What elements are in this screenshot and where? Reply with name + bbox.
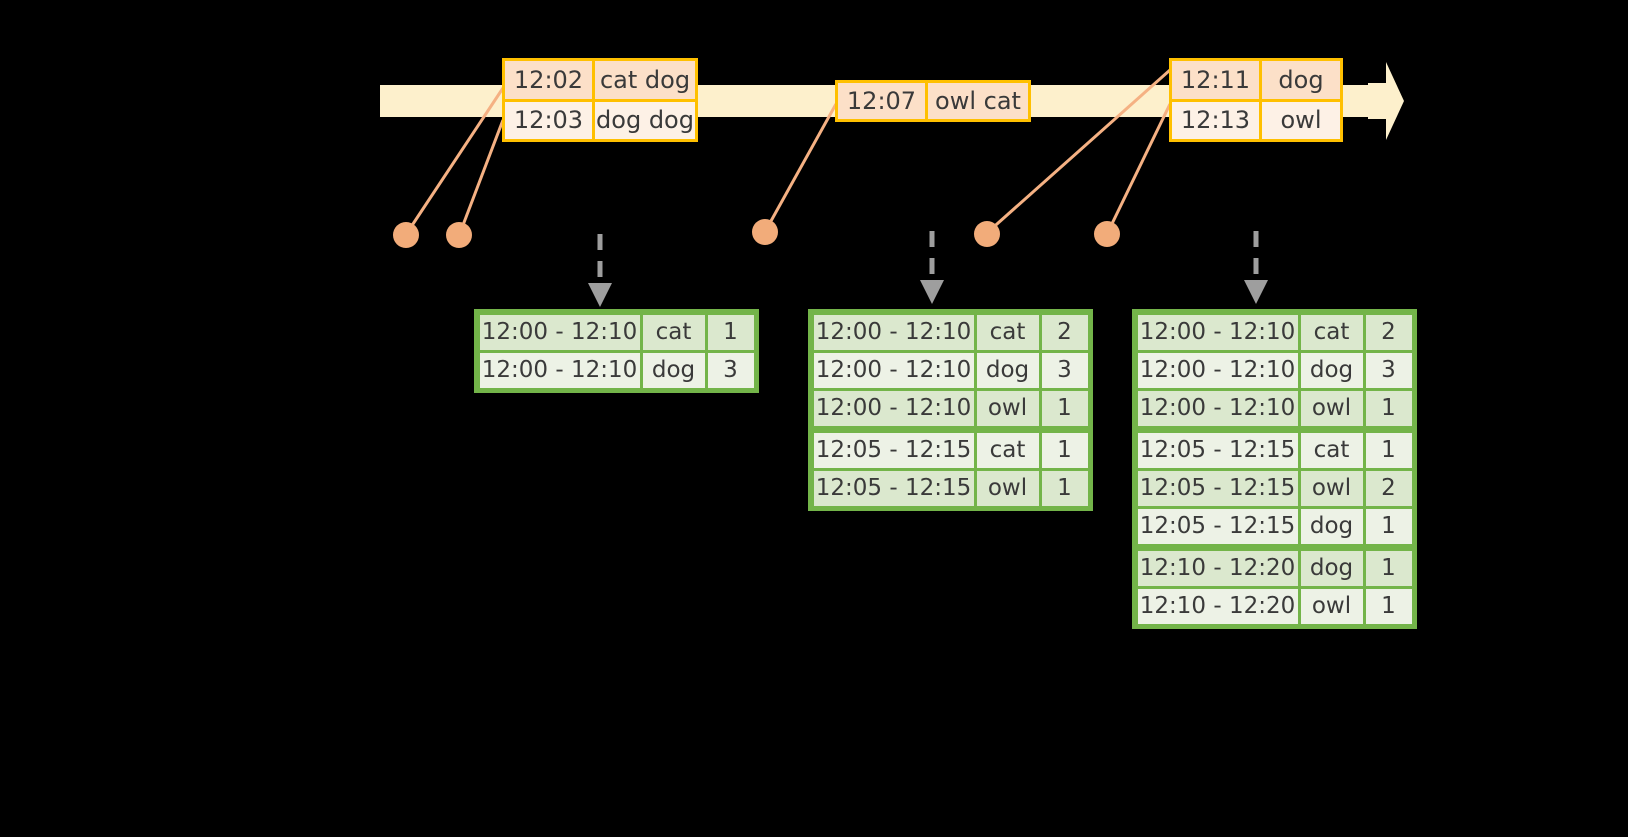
event-row[interactable]: 12:02 cat dog [505, 61, 695, 99]
key-cell: owl [1300, 470, 1363, 506]
event-group-2[interactable]: 12:07 owl cat [835, 80, 1031, 122]
timeline-arrowhead [1368, 62, 1404, 140]
event-time: 12:07 [838, 83, 928, 119]
count-cell: 1 [1365, 550, 1412, 586]
key-cell: dog [1300, 508, 1363, 544]
count-cell: 1 [1365, 390, 1412, 426]
event-dot-5 [1094, 221, 1120, 247]
count-cell: 3 [707, 352, 754, 388]
event-dot-2 [446, 222, 472, 248]
key-cell: owl [1300, 588, 1363, 624]
key-cell: cat [976, 432, 1039, 468]
window-cell: 12:00 - 12:10 [813, 390, 974, 426]
window-cell: 12:00 - 12:10 [813, 352, 974, 388]
key-cell: dog [1300, 352, 1363, 388]
window-group-separator [812, 427, 1089, 431]
event-dot-4 [974, 221, 1000, 247]
event-time: 12:11 [1172, 61, 1262, 99]
window-cell: 12:05 - 12:15 [1137, 470, 1298, 506]
key-cell: cat [1300, 432, 1363, 468]
event-dots [393, 219, 1120, 248]
count-cell: 1 [707, 314, 754, 350]
count-cell: 3 [1041, 352, 1088, 388]
event-time: 12:03 [505, 101, 595, 139]
key-cell: dog [642, 352, 705, 388]
window-group-separator [1136, 427, 1413, 431]
window-cell: 12:10 - 12:20 [1137, 550, 1298, 586]
event-group-1[interactable]: 12:02 cat dog 12:03 dog dog [502, 58, 698, 142]
count-cell: 1 [1365, 508, 1412, 544]
event-row[interactable]: 12:11 dog [1172, 61, 1340, 99]
key-cell: owl [976, 470, 1039, 506]
count-cell: 1 [1041, 470, 1088, 506]
event-time: 12:02 [505, 61, 595, 99]
event-row[interactable]: 12:13 owl [1172, 98, 1340, 139]
key-cell: dog [976, 352, 1039, 388]
window-cell: 12:10 - 12:20 [1137, 588, 1298, 624]
dashed-arrow-heads [588, 280, 1268, 307]
key-cell: cat [642, 314, 705, 350]
event-group-3[interactable]: 12:11 dog 12:13 owl [1169, 58, 1343, 142]
window-cell: 12:00 - 12:10 [1137, 314, 1298, 350]
window-cell: 12:00 - 12:10 [1137, 390, 1298, 426]
window-cell: 12:05 - 12:15 [1137, 508, 1298, 544]
window-cell: 12:05 - 12:15 [813, 432, 974, 468]
key-cell: dog [1300, 550, 1363, 586]
key-cell: cat [1300, 314, 1363, 350]
count-cell: 2 [1365, 314, 1412, 350]
count-cell: 1 [1041, 390, 1088, 426]
key-cell: cat [976, 314, 1039, 350]
window-cell: 12:00 - 12:10 [479, 314, 640, 350]
event-dot-1 [393, 222, 419, 248]
key-cell: owl [1300, 390, 1363, 426]
event-row[interactable]: 12:07 owl cat [838, 83, 1028, 119]
window-cell: 12:00 - 12:10 [479, 352, 640, 388]
count-cell: 2 [1041, 314, 1088, 350]
event-time: 12:13 [1172, 101, 1262, 139]
event-dot-3 [752, 219, 778, 245]
count-cell: 3 [1365, 352, 1412, 388]
count-cell: 1 [1365, 432, 1412, 468]
count-cell: 2 [1365, 470, 1412, 506]
event-payload: cat dog [595, 61, 695, 99]
event-payload: dog [1262, 61, 1340, 99]
window-cell: 12:05 - 12:15 [1137, 432, 1298, 468]
window-cell: 12:05 - 12:15 [813, 470, 974, 506]
window-cell: 12:00 - 12:10 [813, 314, 974, 350]
key-cell: owl [976, 390, 1039, 426]
event-payload: owl [1262, 101, 1340, 139]
window-group-separator [1136, 545, 1413, 549]
event-payload: dog dog [595, 101, 695, 139]
count-cell: 1 [1365, 588, 1412, 624]
count-cell: 1 [1041, 432, 1088, 468]
event-payload: owl cat [928, 83, 1028, 119]
dashed-arrow-lines [597, 231, 1259, 285]
event-row[interactable]: 12:03 dog dog [505, 98, 695, 139]
window-cell: 12:00 - 12:10 [1137, 352, 1298, 388]
